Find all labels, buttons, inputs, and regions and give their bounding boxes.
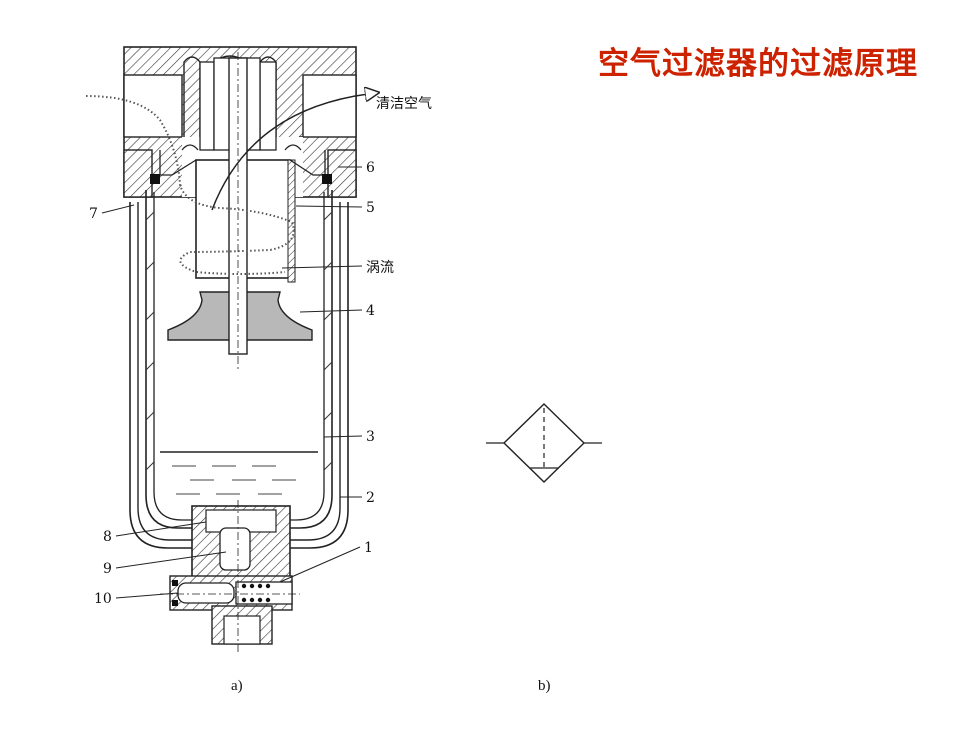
part-label-7: 7 xyxy=(89,206,98,222)
part-label-6: 6 xyxy=(366,160,375,176)
drain-valve xyxy=(160,500,300,654)
part-label-4: 4 xyxy=(366,303,375,319)
part-label-1: 1 xyxy=(364,540,373,556)
caption-b: b) xyxy=(538,678,551,694)
vortex-label: 涡流 xyxy=(366,260,394,276)
part-label-9: 9 xyxy=(103,561,112,577)
caption-a: a) xyxy=(231,678,243,694)
part-label-5: 5 xyxy=(366,200,375,216)
deflector-plate xyxy=(167,52,313,372)
part-label-2: 2 xyxy=(366,490,375,506)
part-label-3: 3 xyxy=(366,429,375,445)
filter-symbol xyxy=(486,403,602,483)
clean-air-arrow xyxy=(211,94,368,211)
part-label-10: 10 xyxy=(94,591,112,607)
filter-bowl xyxy=(129,190,349,549)
clean-air-label: 清洁空气 xyxy=(376,96,432,112)
page-title: 空气过滤器的过滤原理 xyxy=(598,46,918,82)
part-label-8: 8 xyxy=(103,529,112,545)
leader-lines xyxy=(101,166,363,599)
